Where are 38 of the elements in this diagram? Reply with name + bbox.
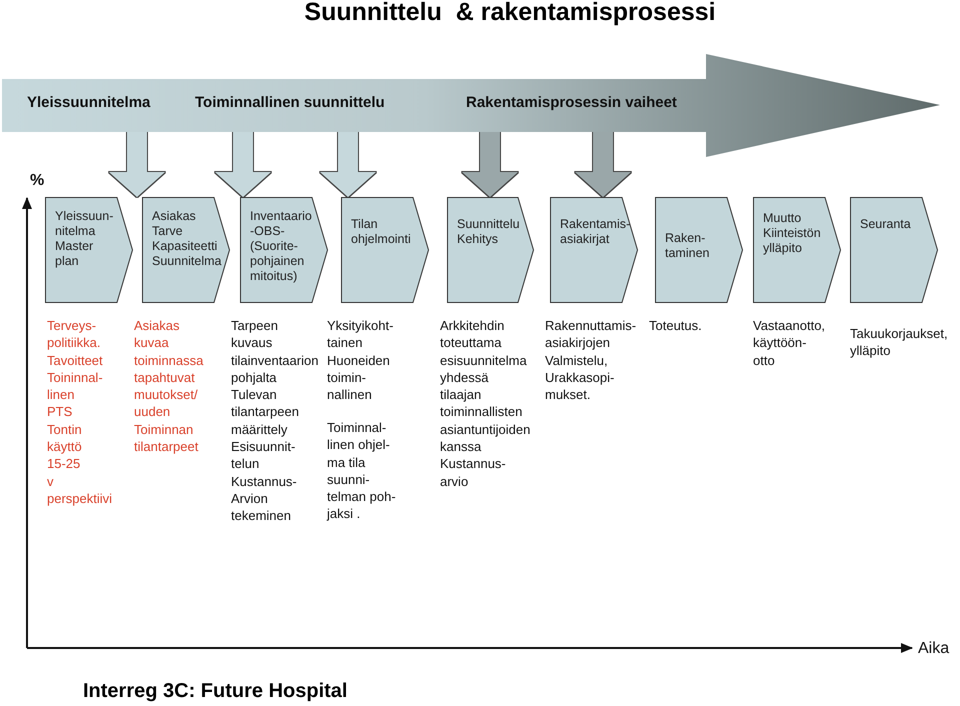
chevron-step bbox=[447, 197, 534, 303]
description-text: Rakennuttamis- asiakirjojen Valmistelu, Urakkasopi- mukset. bbox=[545, 317, 638, 404]
step-label: Raken- taminen bbox=[665, 231, 710, 261]
band-label: Rakentamisprosessin vaiheet bbox=[466, 94, 677, 111]
block-arrow bbox=[215, 132, 271, 197]
step-label: Seuranta bbox=[860, 217, 912, 232]
caption: Interreg 3C: Future Hospital bbox=[83, 680, 348, 703]
description-text: Asiakas kuvaa toiminnassa tapahtuvat muutokset/ uuden Toiminnan tilantarpeet bbox=[134, 317, 204, 456]
chevron-step bbox=[142, 197, 230, 303]
step-label: Tilan ohjelmointi bbox=[351, 217, 412, 247]
chevron-step bbox=[655, 197, 743, 303]
block-arrow bbox=[109, 132, 165, 197]
description-text: Takuukorjaukset, ylläpito bbox=[850, 325, 949, 360]
chevron-step bbox=[850, 197, 938, 303]
block-arrow bbox=[575, 132, 631, 197]
title: Suunnittelu & rakentamisprosessi bbox=[303, 0, 717, 27]
block-arrow bbox=[320, 132, 376, 197]
arrow-band bbox=[0, 54, 942, 158]
axis-label: Aika bbox=[918, 640, 950, 658]
description-text: Yksityikoht- tainen Huoneiden toimin- nallinen bbox=[327, 317, 394, 404]
description-text: Toiminnal- linen ohjel- ma tila suunni- telman poh- jaksi . bbox=[327, 419, 397, 523]
description-text: Terveys- politiikka. Tavoitteet Toininnal- linen PTS Tontin käyttö 15-25 v perspektiivi bbox=[47, 317, 114, 508]
step-label: Inventaario -OBS- (Suorite- pohjainen mitoitus) bbox=[250, 209, 313, 284]
chevron-step bbox=[341, 197, 429, 303]
chevron-step bbox=[550, 197, 638, 303]
chevron-step bbox=[45, 197, 133, 303]
band-label: Yleissuunnitelma bbox=[27, 94, 150, 111]
step-label: Suunnittelu Kehitys bbox=[457, 217, 521, 247]
description-text: Arkkitehdin toteuttama esisuunnitelma yhdessä tilaajan toiminnallisten asiantuntijoiden kanssa Kustannus- arvio bbox=[440, 317, 532, 490]
chevron-step bbox=[240, 197, 328, 303]
band-label: Toiminnallinen suunnittelu bbox=[195, 94, 385, 111]
axis-label: % bbox=[30, 172, 44, 190]
step-label: Muutto Kiinteistön ylläpito bbox=[763, 211, 822, 256]
description-text: Vastaanotto, käyttöön- otto bbox=[753, 317, 826, 369]
chevron-step bbox=[753, 197, 841, 303]
step-label: Yleissuun- nitelma Master plan bbox=[55, 209, 114, 269]
description-text: Toteutus. bbox=[649, 317, 703, 334]
block-arrow bbox=[462, 132, 518, 197]
